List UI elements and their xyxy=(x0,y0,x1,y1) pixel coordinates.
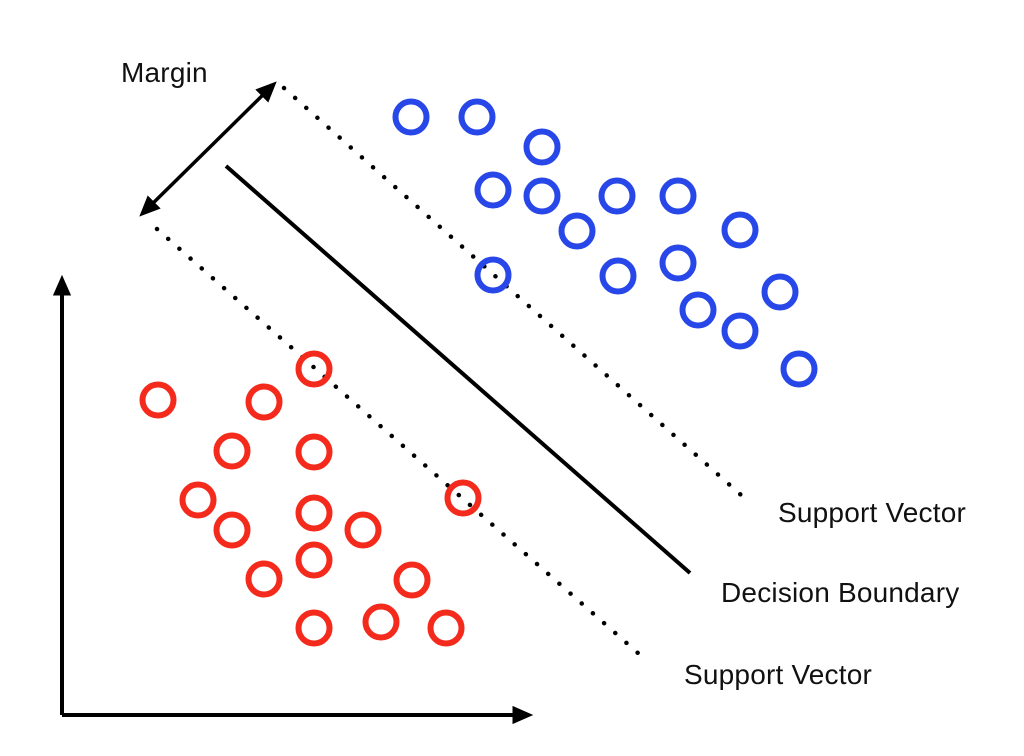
axes-group xyxy=(52,274,534,725)
data-point-blue xyxy=(721,211,759,249)
data-point-blue xyxy=(523,128,561,166)
support-vector-line-upper xyxy=(281,85,753,506)
data-point-red xyxy=(295,494,333,532)
blue-points-group xyxy=(392,98,818,388)
data-point-red xyxy=(245,560,283,598)
data-point-blue xyxy=(558,212,596,250)
data-point-blue xyxy=(761,273,799,311)
data-point-blue xyxy=(599,257,637,295)
data-point-blue xyxy=(780,350,818,388)
data-point-red xyxy=(393,561,431,599)
data-point-blue xyxy=(392,98,430,136)
data-point-blue xyxy=(523,177,561,215)
data-point-blue xyxy=(474,256,512,294)
data-point-blue xyxy=(659,244,697,282)
support-vector-line-lower xyxy=(154,226,650,664)
data-point-red xyxy=(344,511,382,549)
margin-double-arrow xyxy=(139,81,277,217)
data-point-red xyxy=(213,432,251,470)
data-point-red xyxy=(245,383,283,421)
data-point-blue xyxy=(598,177,636,215)
data-point-red xyxy=(139,381,177,419)
data-point-blue xyxy=(721,312,759,350)
data-point-red xyxy=(295,350,333,388)
data-point-red xyxy=(295,609,333,647)
data-point-red xyxy=(444,479,482,517)
data-point-blue xyxy=(659,177,697,215)
data-point-red xyxy=(295,433,333,471)
support-vector-upper-label: Support Vector xyxy=(778,497,967,528)
support-vector-lower-label: Support Vector xyxy=(684,659,873,690)
data-point-blue xyxy=(458,98,496,136)
margin-label: Margin xyxy=(121,57,208,88)
data-point-red xyxy=(213,511,251,549)
data-point-red xyxy=(295,541,333,579)
decision-boundary-line xyxy=(224,164,692,575)
data-point-red xyxy=(362,603,400,641)
lines-group xyxy=(139,81,753,664)
decision-boundary-label: Decision Boundary xyxy=(721,577,960,608)
data-point-red xyxy=(179,481,217,519)
red-points-group xyxy=(139,350,482,647)
data-point-red xyxy=(427,609,465,647)
data-point-blue xyxy=(474,171,512,209)
data-point-blue xyxy=(679,291,717,329)
